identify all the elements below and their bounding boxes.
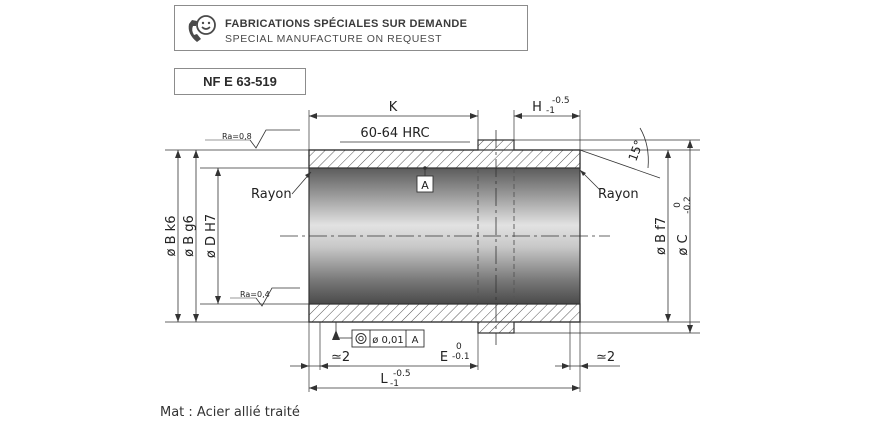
approx-left: ≃2 bbox=[331, 350, 350, 365]
chamfer-angle: 15° bbox=[626, 138, 646, 163]
phone-smile-icon bbox=[188, 15, 216, 42]
banner-line-en: SPECIAL MANUFACTURE ON REQUEST bbox=[225, 33, 443, 45]
hardness-label: 60-64 HRC bbox=[360, 126, 429, 141]
banner-line-fr: FABRICATIONS SPÉCIALES SUR DEMANDE bbox=[225, 18, 468, 30]
dim-l-tol-top: -0.5 bbox=[393, 369, 411, 379]
top-wall-section bbox=[308, 139, 581, 169]
dim-l: L bbox=[380, 372, 388, 387]
material-note: Mat : Acier allié traité bbox=[160, 405, 300, 420]
dim-c-tol-bottom: -0.2 bbox=[683, 196, 693, 214]
dim-b-k6: ø B k6 bbox=[164, 216, 179, 257]
approx-right: ≃2 bbox=[596, 350, 615, 365]
dim-c: ø C bbox=[676, 234, 691, 255]
dim-h-sub: -1 bbox=[546, 106, 555, 116]
dim-k: K bbox=[389, 100, 398, 115]
dim-d-h7: ø D H7 bbox=[204, 214, 219, 258]
dim-e: E bbox=[440, 350, 448, 365]
bottom-wall-section bbox=[308, 303, 581, 334]
dim-e-tol-bottom: -0.1 bbox=[452, 352, 470, 362]
ra-bottom-label: Ra=0,4 bbox=[240, 290, 270, 299]
dim-l-tol-bottom: -1 bbox=[390, 379, 399, 389]
dim-h-tol: -0.5 bbox=[552, 96, 570, 106]
special-manufacture-banner: FABRICATIONS SPÉCIALES SUR DEMANDE SPECI… bbox=[174, 5, 528, 51]
dim-h: H bbox=[532, 100, 542, 115]
dim-b-g6: ø B g6 bbox=[182, 215, 197, 257]
dim-c-tol-top: 0 bbox=[673, 202, 683, 208]
concentricity-icon bbox=[355, 333, 367, 344]
datum-box bbox=[416, 175, 434, 193]
concentricity-ref: A bbox=[412, 335, 419, 346]
dim-e-tol-top: 0 bbox=[456, 342, 462, 352]
standard-reference: NF E 63-519 bbox=[174, 68, 306, 95]
rayon-right-label: Rayon bbox=[598, 187, 639, 202]
dim-b-f7: ø B f7 bbox=[654, 217, 669, 255]
ra-top-label: Ra=0,8 bbox=[222, 132, 252, 141]
datum-label: A bbox=[421, 179, 429, 192]
rayon-left-label: Rayon bbox=[251, 187, 292, 202]
concentricity-value: ø 0,01 bbox=[372, 335, 404, 346]
